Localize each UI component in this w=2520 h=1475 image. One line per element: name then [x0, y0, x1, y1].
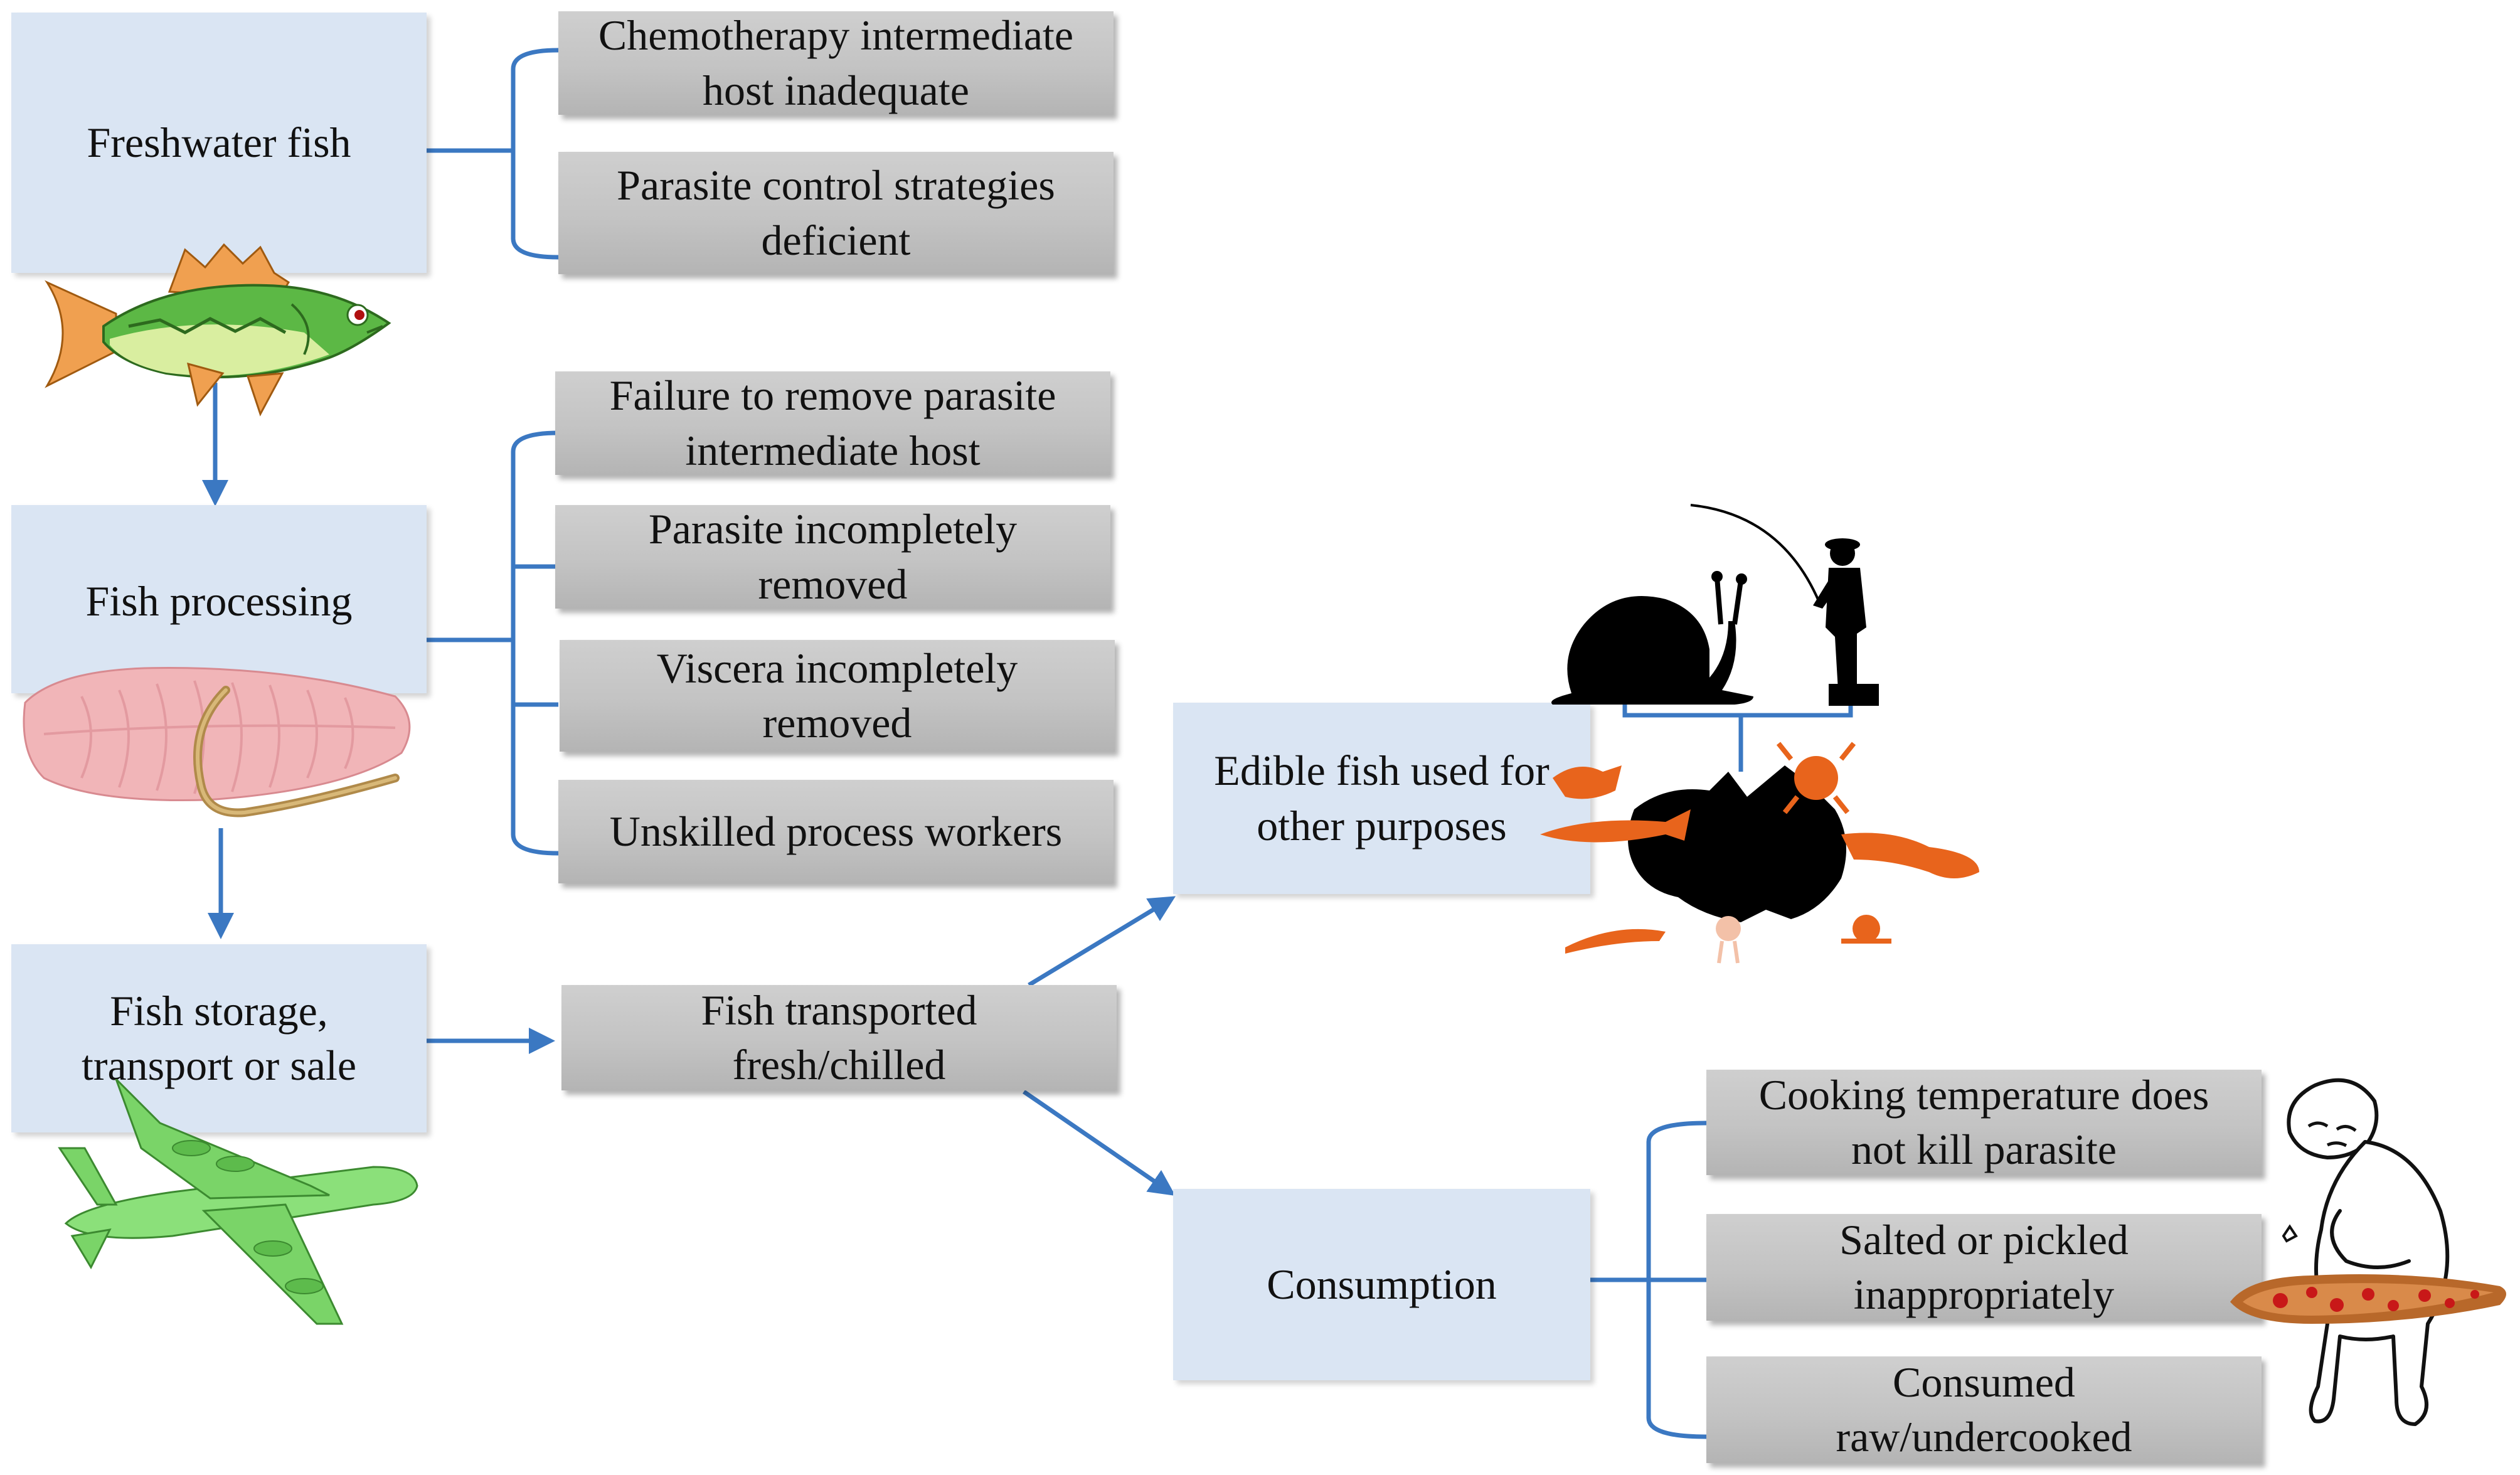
- factor-unskilled-workers: Unskilled process workers: [558, 780, 1114, 883]
- stage-fish-storage: Fish storage, transport or sale: [11, 944, 427, 1132]
- factor-parasite-incompletely-removed: Parasite incompletely removed: [555, 505, 1110, 609]
- stage-edible-other-purposes: Edible fish used for other purposes: [1173, 703, 1590, 894]
- snail-silhouette-icon: [1551, 571, 1753, 705]
- factor-viscera-incompletely-removed: Viscera incompletely removed: [560, 640, 1115, 752]
- silhouette-connector: [1622, 701, 1853, 718]
- factor-fish-transported-fresh: Fish transported fresh/chilled: [561, 985, 1117, 1090]
- stage-freshwater-fish: Freshwater fish: [11, 13, 427, 273]
- sick-person-icon: [2282, 1078, 2450, 1426]
- stage-consumption: Consumption: [1173, 1189, 1590, 1380]
- factor-chemotherapy: Chemotherapy intermediate host inadequat…: [558, 11, 1114, 115]
- australia-animals-icon: [1540, 742, 1979, 964]
- bass-fish-icon: [45, 243, 391, 417]
- stage-fish-processing: Fish processing: [11, 505, 427, 693]
- fish-fillet-with-worm-icon: [23, 667, 411, 817]
- liver-fluke-icon: [2230, 1274, 2506, 1324]
- cargo-plane-icon: [58, 1079, 418, 1325]
- factor-salted-pickled: Salted or pickled inappropriately: [1706, 1214, 2262, 1321]
- arrow-to-edible: [1028, 896, 1176, 987]
- factor-failure-remove-host: Failure to remove parasite intermediate …: [555, 371, 1110, 475]
- fisherman-silhouette-icon: [1690, 504, 1879, 706]
- factor-cooking-temperature: Cooking temperature does not kill parasi…: [1706, 1070, 2262, 1175]
- factor-consumed-raw: Consumed raw/undercooked: [1706, 1356, 2262, 1463]
- arrow-to-consumption: [1023, 1090, 1176, 1196]
- factor-parasite-control: Parasite control strategies deficient: [558, 152, 1114, 274]
